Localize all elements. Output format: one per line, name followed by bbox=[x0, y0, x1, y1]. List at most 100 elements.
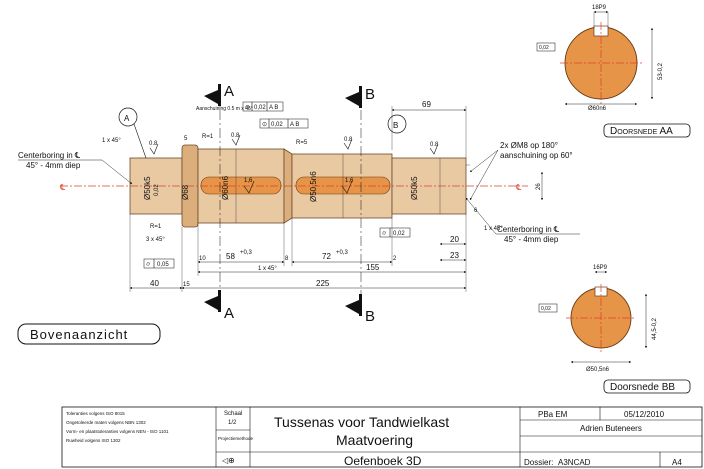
svg-text:0,02: 0,02 bbox=[254, 105, 266, 111]
gdt-cyl-1-value: 0,02 bbox=[154, 184, 160, 196]
dim-72: 72 bbox=[322, 252, 331, 261]
svg-text:0,05: 0,05 bbox=[157, 262, 169, 268]
title-block: Schaal 1/2 Projectiemethode ◁⊕ Tussenas … bbox=[61, 406, 703, 468]
projection-icon: ◁⊕ bbox=[222, 456, 235, 465]
balloon-b: B bbox=[387, 114, 407, 134]
dim-8: 8 bbox=[285, 256, 289, 262]
note-3: Vorm- en plaatstoleranties volgens NEN -… bbox=[66, 429, 169, 434]
dim-58-tol: +0,3 bbox=[240, 250, 253, 256]
label-d50-5n6-bb: Ø50,5n6 bbox=[586, 367, 610, 373]
drawing-title-2: Maatvoering bbox=[336, 432, 413, 448]
chamfer-note-1: 1 x 45° bbox=[102, 138, 121, 144]
svg-text:45° - 4mm diep: 45° - 4mm diep bbox=[504, 235, 559, 244]
dim-225: 225 bbox=[316, 279, 330, 288]
chamfer-note-4: 1 x 45° bbox=[258, 266, 277, 272]
file-label: Dossier: bbox=[524, 458, 553, 467]
note-2: Ongetoleerde maten volgens NBN 1302 bbox=[66, 420, 146, 425]
file-value: A3NCAD bbox=[558, 458, 591, 467]
svg-text:2x ØM8 op 180°: 2x ØM8 op 180° bbox=[500, 141, 558, 150]
note-1: Toleranties volgens ISO 8015 bbox=[66, 411, 125, 416]
keyway-1 bbox=[200, 176, 282, 195]
roughness-1: 0.8 bbox=[149, 141, 158, 147]
dim-5: 5 bbox=[184, 136, 188, 142]
svg-text:⊙: ⊙ bbox=[262, 122, 267, 128]
section-aa: 18P9 53-0,2 Ø60n6 0,02 Doorsnede AA bbox=[536, 5, 691, 138]
dim-44-bb: 44,5-0,2 bbox=[652, 317, 658, 340]
svg-text:A: A bbox=[124, 114, 130, 123]
svg-text:0,02: 0,02 bbox=[271, 122, 283, 128]
label-d50k5-left: Ø50k5 bbox=[143, 176, 152, 200]
dim-20: 20 bbox=[450, 235, 459, 244]
gdt-frame-flat-1: ⌭ 0,05 bbox=[143, 258, 175, 269]
svg-text:Centerboring in ℄: Centerboring in ℄ bbox=[497, 225, 560, 234]
book-name: Oefenboek 3D bbox=[344, 454, 422, 468]
section-bb: 16P9 44,5-0,2 Ø50,5n6 0,02 Doorsnede BB bbox=[538, 265, 691, 394]
svg-text:aanschuining op 60°: aanschuining op 60° bbox=[500, 151, 573, 160]
scale-label: Schaal bbox=[224, 411, 242, 417]
svg-text:B: B bbox=[393, 121, 398, 130]
dim-72-tol: +0,3 bbox=[336, 250, 349, 256]
roughness-marks: 0.8 0.8 0.8 0.8 1,6 1,6 bbox=[149, 133, 439, 194]
svg-text:⌭: ⌭ bbox=[146, 262, 151, 268]
roughness-4: 0.8 bbox=[430, 142, 439, 148]
dim-26: 26 bbox=[536, 183, 542, 190]
radius-note-1: R=1 bbox=[202, 134, 214, 140]
label-d60n6-aa: Ø60n6 bbox=[588, 106, 607, 112]
annotation-center-right: Centerboring in ℄ 45° - 4mm diep bbox=[465, 197, 580, 244]
drawing-date: 05/12/2010 bbox=[624, 410, 665, 419]
dim-15: 15 bbox=[183, 282, 190, 288]
cut-marker-a: A A bbox=[204, 83, 234, 322]
note-4: Ruwheid volgens ISO 1302 bbox=[66, 438, 121, 443]
gdt-frame-flat-2: ⌭ 0,02 bbox=[379, 227, 411, 238]
gdt-sym-bb: 0,02 bbox=[541, 306, 551, 312]
section-aa-title: Doorsnede AA bbox=[610, 126, 673, 137]
dim-6: 6 bbox=[474, 208, 478, 214]
roughness-5: 1,6 bbox=[244, 178, 253, 184]
top-view-label: Bovenaanzicht bbox=[30, 327, 128, 342]
annotation-center-left: Centerboring in ℄ 45° - 4mm diep bbox=[18, 151, 133, 185]
dim-2: 2 bbox=[393, 256, 397, 262]
roughness-2: 0.8 bbox=[231, 133, 240, 139]
svg-text:A B: A B bbox=[290, 122, 299, 128]
gdt-frame-runout-2: ⊙ 0,02 A B bbox=[259, 118, 309, 129]
balloon-a: A bbox=[118, 107, 147, 159]
dim-58: 58 bbox=[226, 252, 235, 261]
label-d50k5-right: Ø50k5 bbox=[410, 176, 419, 200]
section-bb-title: Doorsnede BB bbox=[610, 382, 675, 393]
dim-10: 10 bbox=[199, 256, 206, 262]
cut-b-label-top: B bbox=[365, 86, 375, 103]
label-d50-5n6: Ø50,5n6 bbox=[309, 171, 318, 202]
svg-text:⌭: ⌭ bbox=[382, 231, 387, 237]
drawing-title-1: Tussenas voor Tandwielkast bbox=[274, 414, 449, 430]
paper-size: A4 bbox=[672, 458, 682, 467]
dim-40: 40 bbox=[150, 279, 159, 288]
roughness-6: 1,6 bbox=[345, 178, 354, 184]
author-name: Adrien Buteneers bbox=[580, 424, 642, 433]
dim-16p9-bb: 16P9 bbox=[593, 265, 608, 271]
projection-label: Projectiemethode bbox=[218, 436, 254, 441]
center-symbol-right: ℄ bbox=[515, 183, 522, 192]
chamfer-note-3: 1 x 45° bbox=[484, 226, 503, 232]
dim-69: 69 bbox=[422, 100, 431, 109]
cut-a-label-bottom: A bbox=[224, 305, 234, 322]
top-view-label-frame bbox=[17, 323, 161, 345]
cut-a-label-top: A bbox=[224, 83, 234, 100]
label-d68: Ø68 bbox=[181, 184, 190, 200]
groove-note: Aanschuining 0.5 m x 45° bbox=[196, 106, 253, 112]
radius-note-3: R=1 bbox=[150, 224, 162, 230]
dim-53-aa: 53-0,2 bbox=[658, 62, 664, 80]
svg-text:Centerboring in ℄: Centerboring in ℄ bbox=[18, 151, 81, 160]
cut-marker-b: B B bbox=[345, 86, 375, 325]
dim-23: 23 bbox=[450, 251, 459, 260]
svg-text:⊙: ⊙ bbox=[245, 105, 250, 111]
roughness-3: 0.8 bbox=[344, 137, 353, 143]
dim-155: 155 bbox=[366, 263, 380, 272]
gdt-frame-runout-1: ⊙ 0,02 A B bbox=[242, 101, 284, 112]
scale-value: 1/2 bbox=[228, 420, 237, 426]
annotation-m8: 2x ØM8 op 180° aanschuining op 60° bbox=[469, 141, 573, 201]
gdt-sym-aa: 0,02 bbox=[539, 45, 549, 51]
svg-text:0,02: 0,02 bbox=[393, 231, 405, 237]
svg-text:A B: A B bbox=[269, 105, 278, 111]
author-code: PBa EM bbox=[538, 410, 568, 419]
